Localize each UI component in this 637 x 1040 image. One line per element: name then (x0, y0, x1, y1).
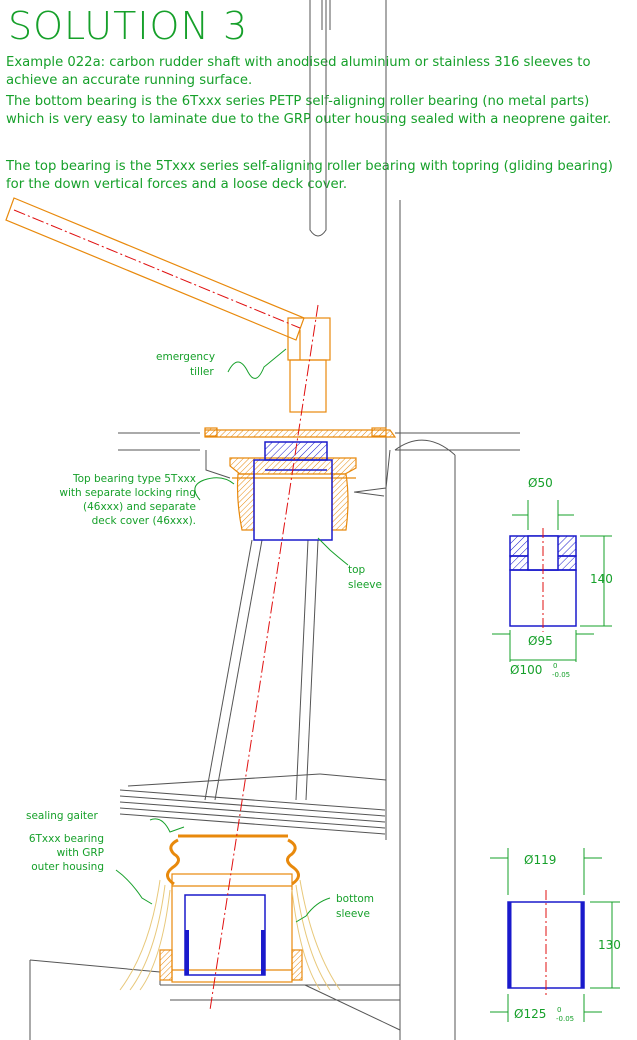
dim-top-outer-diameter: Ø95 (528, 634, 553, 648)
dim-bottom-inner-diameter: Ø119 (524, 853, 556, 867)
description-paragraph-1: Example 022a: carbon rudder shaft with a… (6, 55, 591, 88)
annotation-leaders (115, 348, 349, 923)
tiller-centerline (13, 209, 301, 329)
dim-top-height: 140 (590, 572, 613, 586)
dim-top-inner-diameter: Ø50 (528, 476, 553, 490)
dim-top-housing-diameter: Ø100 (510, 663, 542, 677)
top-sleeve (253, 441, 333, 541)
dim-top-tolerance-lower: -0.05 (552, 671, 570, 679)
description-paragraph-3: The top bearing is the 5Txxx series self… (6, 159, 613, 192)
top-bearing-detail: Ø50 140 Ø95 Ø100 0 -0.05 (492, 476, 613, 679)
shaft-centerline (209, 304, 319, 1011)
bottom-sleeve (184, 894, 266, 976)
sealing-gaiter-label: sealing gaiter (26, 810, 98, 822)
dim-bottom-tolerance-upper: 0 (557, 1006, 561, 1014)
page-title: SOLUTION 3 (8, 4, 249, 48)
dim-bottom-height: 130 (598, 938, 621, 952)
dim-bottom-housing-diameter: Ø125 (514, 1007, 546, 1021)
bottom-bearing-detail: Ø119 130 Ø125 0 -0.05 (490, 848, 621, 1023)
hull-structure (29, 0, 520, 1040)
bottom-bearing-assembly (119, 834, 341, 991)
dim-top-tolerance-upper: 0 (553, 662, 557, 670)
emergency-tiller (5, 197, 331, 413)
description-paragraph-2: The bottom bearing is the 6Txxx series P… (6, 94, 612, 127)
dim-bottom-tolerance-lower: -0.05 (556, 1015, 574, 1023)
